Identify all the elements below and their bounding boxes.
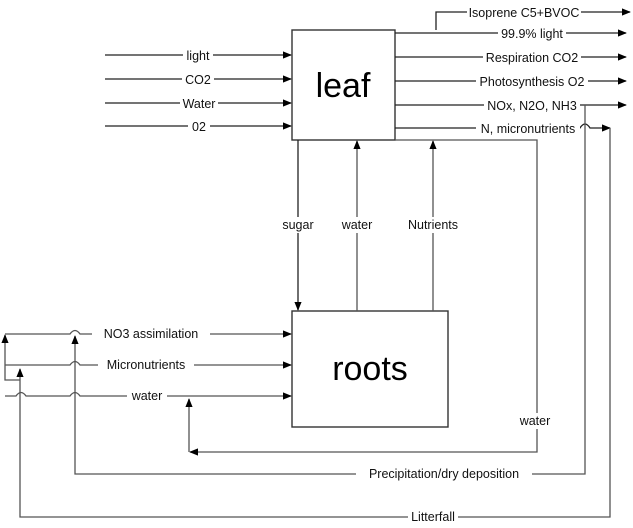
leaf-output-photosynthesis: Photosynthesis O2 bbox=[395, 74, 627, 89]
label-litterfall: Litterfall bbox=[411, 510, 455, 524]
label-respiration: Respiration CO2 bbox=[486, 51, 578, 65]
flow-litterfall: Litterfall bbox=[16, 128, 611, 525]
roots-input-micronutrients: Micronutrients bbox=[5, 357, 292, 373]
roots-label: roots bbox=[332, 350, 408, 388]
roots-input-water: water bbox=[5, 388, 292, 404]
label-water-roots: water bbox=[131, 389, 163, 403]
label-no3: NO3 assimilation bbox=[104, 327, 199, 341]
label-water-return: water bbox=[519, 414, 551, 428]
roots-box bbox=[291, 310, 449, 428]
leaf-output-isoprene: Isoprene C5+BVOC bbox=[435, 5, 631, 30]
label-light-out: 99.9% light bbox=[501, 27, 563, 41]
leaf-output-nox: NOx, N2O, NH3 bbox=[395, 98, 627, 113]
flow-water-return: water bbox=[185, 139, 555, 456]
label-photosynthesis: Photosynthesis O2 bbox=[480, 75, 585, 89]
leaf-output-n-micronutrients: N, micronutrients bbox=[395, 121, 611, 136]
flow-precipitation: Precipitation/dry deposition bbox=[71, 105, 586, 482]
label-o2: 02 bbox=[192, 120, 206, 134]
leaf-input-co2: CO2 bbox=[105, 71, 292, 87]
leaf-box bbox=[291, 29, 396, 141]
leaf-output-respiration: Respiration CO2 bbox=[395, 50, 627, 65]
leaf-input-light: light bbox=[105, 47, 292, 63]
label-n-micronutrients: N, micronutrients bbox=[481, 122, 575, 136]
label-nox: NOx, N2O, NH3 bbox=[487, 99, 577, 113]
label-water-in: Water bbox=[183, 97, 216, 111]
label-isoprene: Isoprene C5+BVOC bbox=[469, 6, 580, 20]
flow-water-up: water bbox=[337, 140, 377, 311]
leaf-input-o2: 02 bbox=[105, 118, 292, 134]
leaf-label: leaf bbox=[316, 67, 371, 105]
label-co2: CO2 bbox=[185, 73, 211, 87]
label-micronutrients: Micronutrients bbox=[107, 358, 186, 372]
label-nutrients: Nutrients bbox=[408, 218, 458, 232]
left-connector bbox=[1, 334, 20, 381]
flow-sugar: sugar bbox=[278, 140, 318, 311]
roots-input-no3: NO3 assimilation bbox=[5, 326, 292, 342]
leaf-input-water: Water bbox=[105, 95, 292, 111]
label-sugar: sugar bbox=[282, 218, 313, 232]
label-precipitation: Precipitation/dry deposition bbox=[369, 467, 519, 481]
leaf-output-light: 99.9% light bbox=[395, 26, 627, 41]
label-light: light bbox=[187, 49, 210, 63]
flow-nutrients-up: Nutrients bbox=[402, 140, 464, 311]
label-water-up: water bbox=[341, 218, 373, 232]
